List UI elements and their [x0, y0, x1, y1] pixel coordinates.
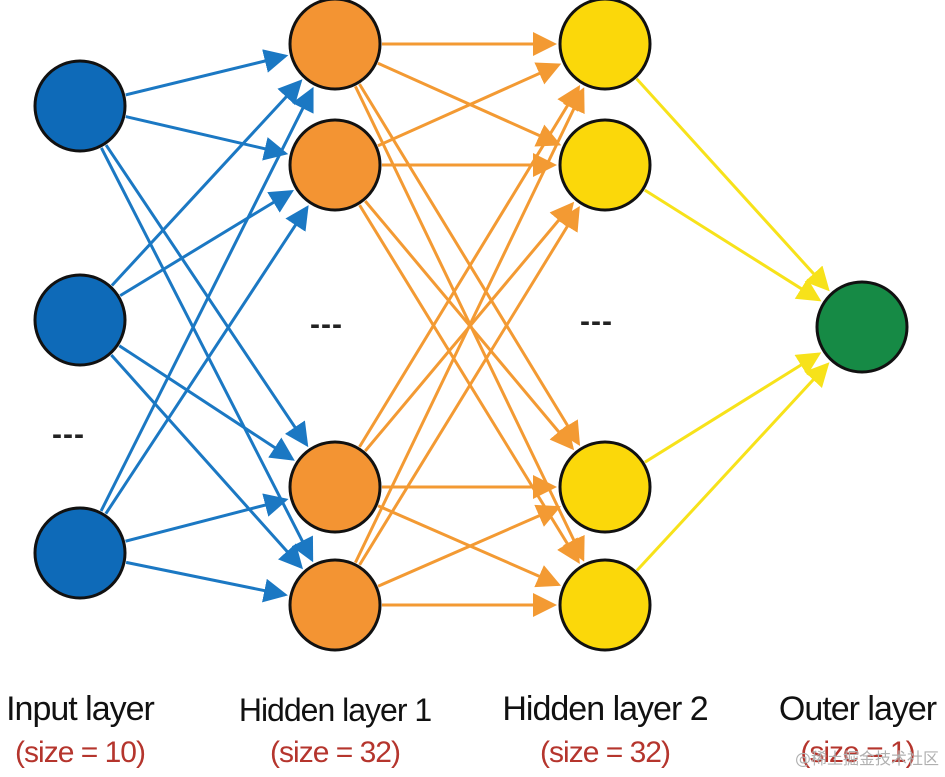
edge-hidden2-output — [635, 77, 830, 292]
edge-input-hidden1 — [125, 560, 288, 603]
hidden2-node — [558, 558, 652, 652]
hidden1-node — [288, 558, 382, 652]
edge-input-hidden1 — [125, 493, 289, 543]
edge-hidden2-output — [644, 188, 822, 302]
hidden-layer-2-size: (size = 32) — [540, 736, 671, 769]
edge-input-hidden1 — [104, 144, 309, 448]
hidden-layer-2-title: Hidden layer 2 — [502, 690, 708, 728]
edge-hidden1-hidden2 — [377, 62, 562, 148]
input-layer-title: Input layer — [6, 690, 155, 728]
edge-hidden1-hidden2 — [354, 87, 585, 564]
edge-input-hidden1 — [99, 86, 314, 512]
edge-hidden1-hidden2 — [358, 204, 580, 565]
neurons — [33, 0, 909, 652]
edge-hidden1-hidden2 — [377, 504, 562, 588]
edge-hidden2-output — [644, 352, 822, 464]
hidden2-node — [558, 118, 652, 212]
edge-hidden1-hidden2 — [377, 61, 562, 147]
hidden-layer-1-title: Hidden layer 1 — [238, 692, 432, 728]
output-node — [815, 280, 909, 374]
edge-input-hidden1 — [125, 115, 289, 161]
edge-input-hidden1 — [118, 344, 295, 461]
hidden2-ellipsis: --- — [580, 305, 613, 338]
edge-hidden1-hidden2 — [358, 83, 581, 447]
input-node — [33, 59, 127, 153]
connections — [99, 32, 830, 617]
edge-hidden1-hidden2 — [358, 205, 580, 566]
hidden2-node — [558, 0, 652, 91]
input-layer-size: (size = 10) — [15, 736, 146, 769]
edge-hidden1-hidden2 — [358, 84, 581, 448]
hidden1-node — [288, 440, 382, 534]
edge-input-hidden1 — [125, 49, 289, 97]
input-node — [33, 273, 127, 367]
input-node — [33, 506, 127, 600]
hidden1-node — [288, 0, 382, 91]
watermark: @稀土掘金技术社区 — [794, 749, 939, 768]
edge-input-hidden1 — [110, 79, 303, 287]
edge-input-hidden1 — [119, 189, 294, 297]
outer-layer-size: (size = 1) — [800, 736, 915, 769]
hidden2-node — [558, 440, 652, 534]
edge-input-hidden1 — [110, 353, 304, 570]
edge-hidden2-output — [635, 362, 830, 572]
hidden1-ellipsis: --- — [310, 308, 343, 341]
hidden-layer-1-size: (size = 32) — [270, 736, 401, 769]
outer-layer-title: Outer layer — [778, 690, 937, 728]
edge-input-hidden1 — [104, 205, 309, 515]
hidden1-node — [288, 118, 382, 212]
edge-input-hidden1 — [100, 147, 314, 563]
input-ellipsis: --- — [52, 418, 85, 451]
